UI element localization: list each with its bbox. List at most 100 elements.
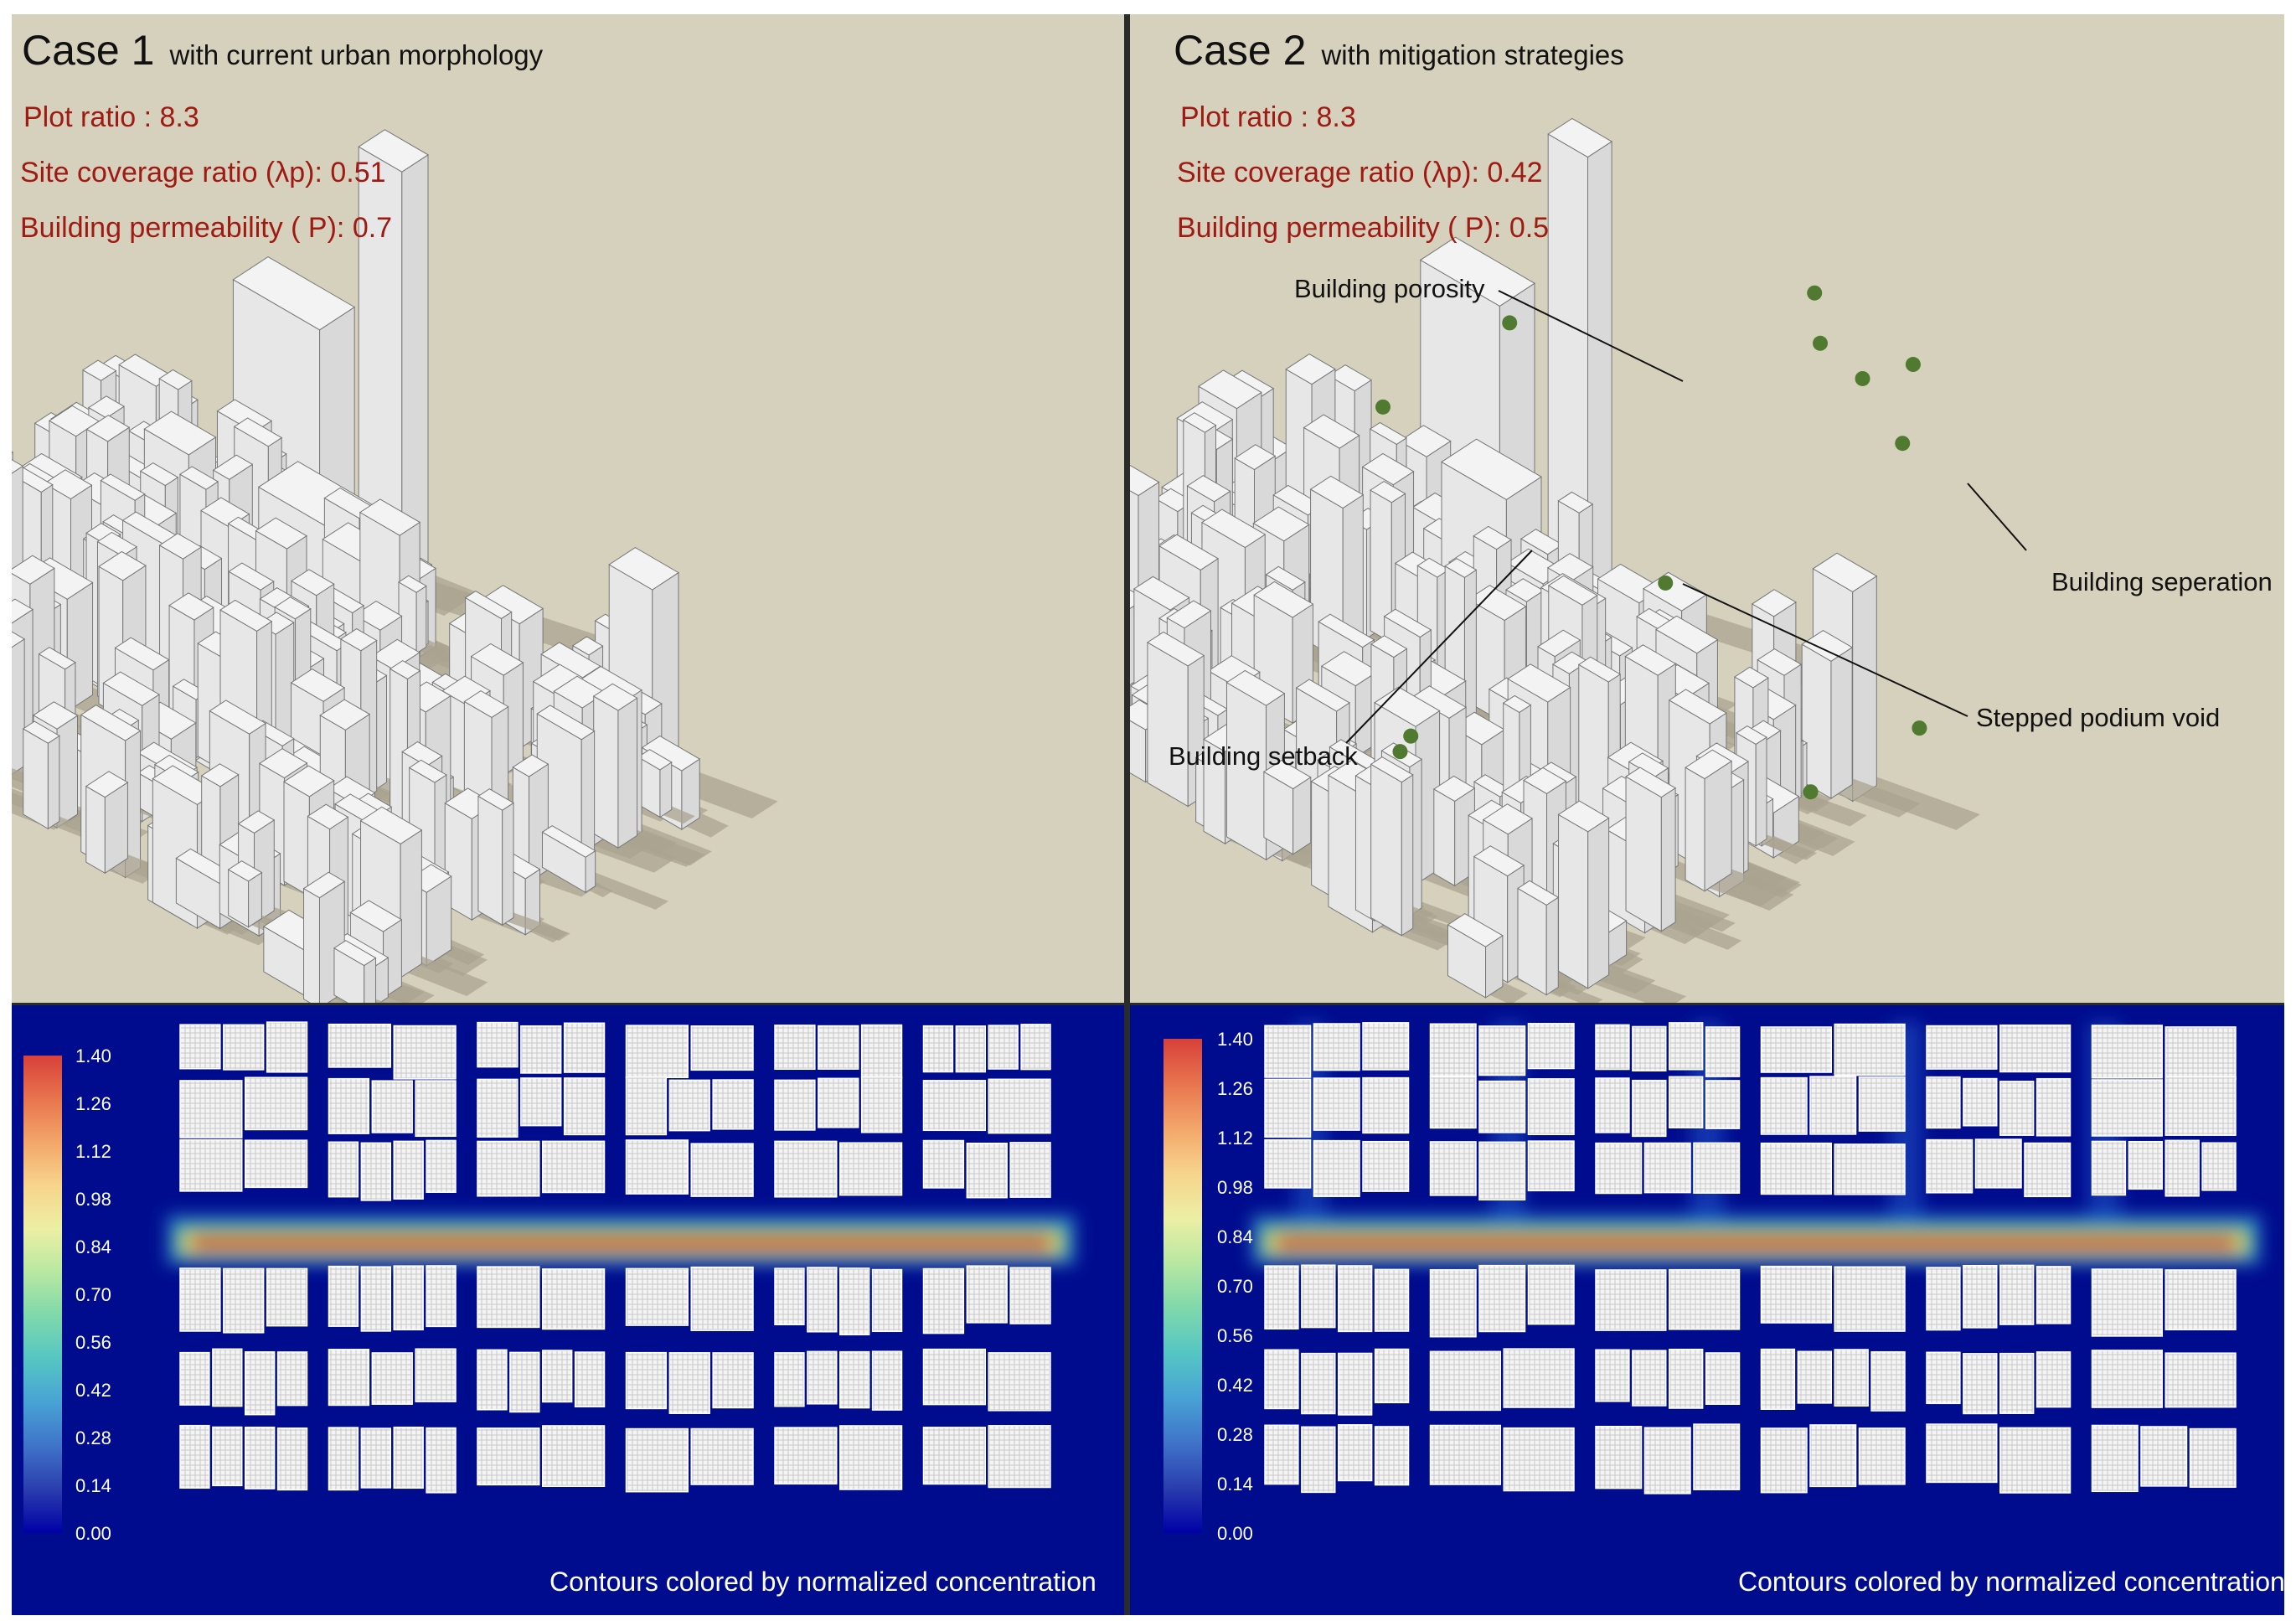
building-footprint bbox=[1963, 1077, 1998, 1127]
building-footprint bbox=[690, 1143, 754, 1197]
building-footprint bbox=[1429, 1023, 1477, 1077]
colorbar-tick: 0.70 bbox=[75, 1284, 111, 1305]
building-footprint bbox=[1963, 1353, 1998, 1415]
building-footprint bbox=[690, 1427, 754, 1485]
building-block bbox=[358, 129, 429, 609]
building-footprint bbox=[1760, 1427, 1808, 1494]
building-footprint bbox=[1374, 1268, 1410, 1332]
case1-title-text: Case 1 bbox=[22, 27, 155, 74]
building-shadow bbox=[12, 782, 13, 785]
building-footprint bbox=[1834, 1266, 1906, 1332]
building-footprint bbox=[1760, 1142, 1832, 1195]
tree bbox=[1807, 285, 1823, 301]
building-footprint bbox=[542, 1350, 573, 1403]
building-footprint bbox=[1301, 1426, 1336, 1494]
building-footprint bbox=[1834, 1143, 1906, 1195]
building-footprint bbox=[1632, 1350, 1667, 1407]
building-footprint bbox=[1705, 1352, 1741, 1405]
building-footprint bbox=[818, 1025, 859, 1070]
case1-site-coverage: Site coverage ratio (λp): 0.51 bbox=[20, 157, 386, 188]
case2-permeability: Building permeability ( P): 0.5 bbox=[1177, 212, 1550, 244]
building-footprint bbox=[988, 1078, 1051, 1134]
building-footprint bbox=[712, 1079, 754, 1130]
building-footprint bbox=[860, 1076, 903, 1133]
horizontal-divider bbox=[12, 1003, 2284, 1005]
building-block bbox=[85, 771, 129, 875]
building-footprint bbox=[625, 1267, 689, 1326]
building-footprint bbox=[988, 1425, 1051, 1489]
callout-building-separation: Building seperation bbox=[2051, 567, 2273, 596]
building-footprint bbox=[2201, 1142, 2237, 1191]
case1-caption: Contours colored by normalized concentra… bbox=[549, 1567, 1096, 1597]
building-footprint bbox=[212, 1348, 243, 1407]
building-footprint bbox=[1926, 1076, 1961, 1129]
building-footprint bbox=[922, 1139, 965, 1189]
tree bbox=[1803, 784, 1819, 800]
building-footprint bbox=[839, 1267, 870, 1336]
building-footprint bbox=[415, 1080, 457, 1138]
building-footprint bbox=[179, 1138, 243, 1192]
building-footprint bbox=[1264, 1424, 1299, 1485]
building-shadow bbox=[1685, 862, 1788, 907]
podium-leader bbox=[1682, 583, 1968, 717]
building-footprint bbox=[1020, 1024, 1051, 1071]
building-footprint bbox=[1760, 1265, 1832, 1324]
building-footprint bbox=[1963, 1264, 1998, 1329]
building-footprint bbox=[2035, 1077, 2072, 1137]
building-footprint bbox=[1632, 1025, 1667, 1072]
tree bbox=[1392, 744, 1408, 760]
building-footprint bbox=[179, 1267, 221, 1332]
colorbar-tick: 0.28 bbox=[1217, 1424, 1253, 1445]
building-footprint bbox=[371, 1352, 413, 1405]
colorbar-tick: 0.28 bbox=[75, 1427, 111, 1448]
building-block bbox=[398, 575, 427, 654]
building-footprint bbox=[542, 1425, 606, 1487]
building-footprint bbox=[625, 1025, 689, 1078]
building-footprint bbox=[1264, 1138, 1312, 1189]
building-footprint bbox=[668, 1352, 710, 1414]
building-footprint bbox=[1999, 1352, 2035, 1414]
building-footprint bbox=[668, 1079, 710, 1132]
building-footprint bbox=[1527, 1078, 1575, 1136]
building-footprint bbox=[690, 1025, 754, 1071]
building-footprint bbox=[223, 1267, 265, 1334]
building-footprint bbox=[1264, 1025, 1312, 1078]
building-footprint bbox=[2091, 1350, 2163, 1408]
building-footprint bbox=[563, 1077, 606, 1136]
tree bbox=[1502, 315, 1518, 331]
building-shadow bbox=[542, 860, 613, 898]
building-footprint bbox=[1429, 1076, 1477, 1129]
building-footprint bbox=[625, 1351, 668, 1410]
building-footprint bbox=[807, 1267, 838, 1333]
colorbar-tick: 0.84 bbox=[75, 1236, 111, 1257]
building-footprint bbox=[2035, 1351, 2072, 1408]
colorbar-tick: 0.98 bbox=[75, 1189, 111, 1210]
building-footprint bbox=[1643, 1427, 1691, 1495]
building-footprint bbox=[542, 1268, 606, 1330]
building-footprint bbox=[1595, 1269, 1667, 1331]
building-footprint bbox=[328, 1427, 359, 1491]
building-footprint bbox=[179, 1080, 243, 1138]
porosity-leader bbox=[1498, 290, 1684, 382]
building-footprint bbox=[1834, 1023, 1906, 1076]
building-footprint bbox=[1338, 1352, 1373, 1416]
building-footprint bbox=[477, 1021, 519, 1068]
building-footprint bbox=[360, 1142, 391, 1201]
colorbar-tick: 0.14 bbox=[1217, 1474, 1253, 1495]
building-footprint bbox=[2164, 1076, 2237, 1136]
building-block bbox=[1801, 629, 1854, 799]
building-footprint bbox=[1527, 1264, 1575, 1325]
tree bbox=[1375, 399, 1390, 415]
building-shadow bbox=[1757, 781, 1867, 827]
colorbar-tick: 0.70 bbox=[1217, 1276, 1253, 1297]
callout-leader-lines bbox=[1345, 290, 2027, 744]
building-footprint bbox=[266, 1021, 308, 1073]
separation-leader bbox=[1967, 483, 2027, 551]
colorbar-tick: 1.26 bbox=[1217, 1078, 1253, 1099]
building-block bbox=[1557, 800, 1610, 989]
building-footprint bbox=[328, 1023, 391, 1068]
building-footprint bbox=[1313, 1077, 1360, 1131]
building-footprint bbox=[2091, 1268, 2163, 1337]
building-footprint bbox=[839, 1425, 903, 1490]
